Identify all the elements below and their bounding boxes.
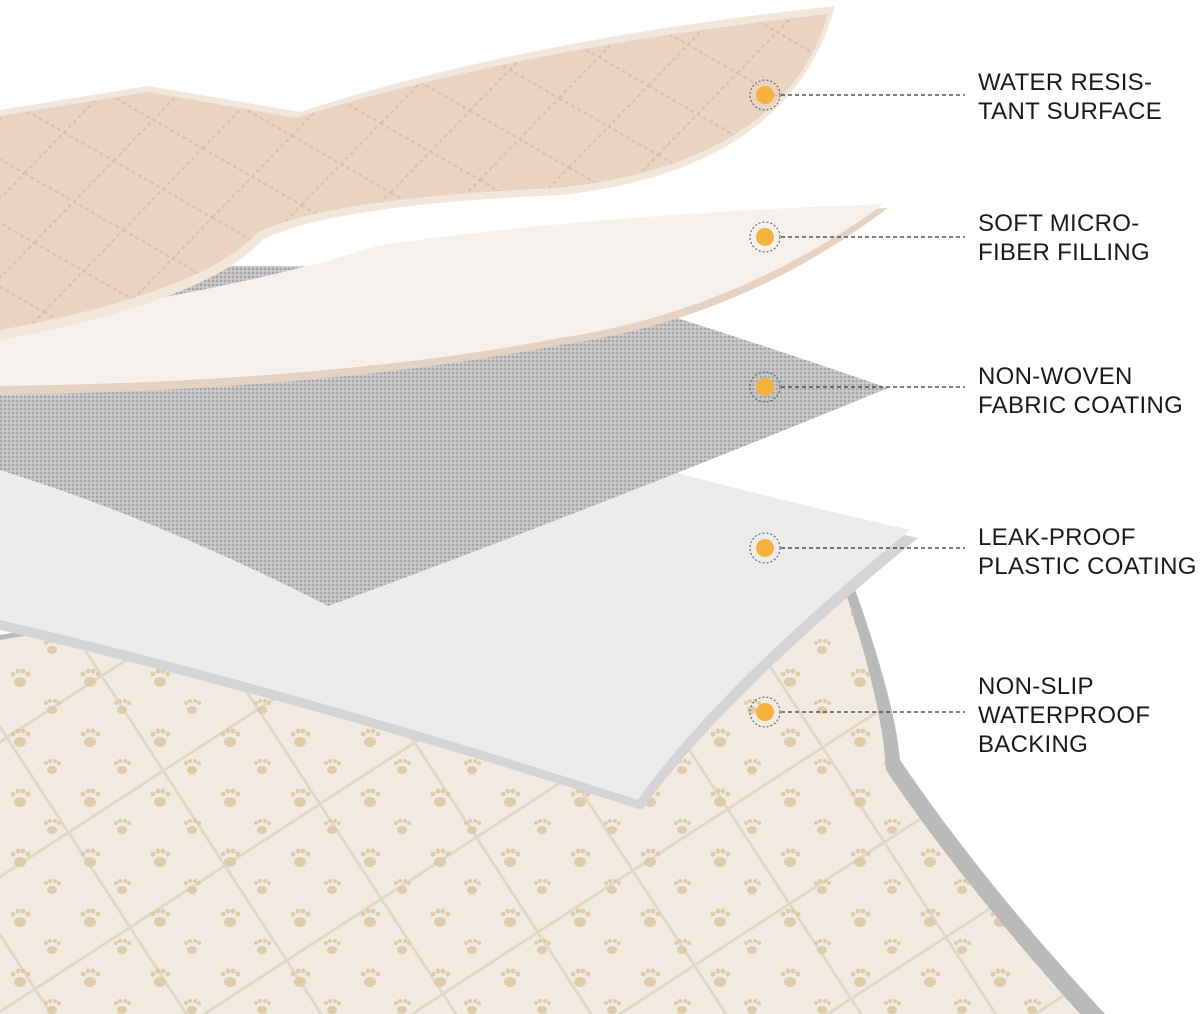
marker-ring	[749, 696, 781, 728]
marker-dot	[756, 539, 774, 557]
filling-layer	[0, 204, 888, 395]
label-line: PLASTIC COATING	[978, 553, 1197, 580]
label-line: FABRIC COATING	[978, 392, 1184, 419]
label-line: NON-SLIP	[978, 673, 1094, 700]
label-line: WATER RESIS-	[978, 69, 1153, 96]
label-surface: WATER RESIS-TANT SURFACE	[978, 68, 1162, 126]
label-filling: SOFT MICRO-FIBER FILLING	[978, 209, 1150, 267]
marker-dot	[756, 703, 774, 721]
marker-ring	[749, 532, 781, 564]
callout-filling	[749, 221, 965, 253]
marker-ring	[749, 221, 781, 253]
surface-layer	[0, 6, 835, 340]
marker-dot	[756, 378, 774, 396]
label-line: TANT SURFACE	[978, 98, 1163, 125]
marker-dot	[756, 228, 774, 246]
marker-dot	[756, 86, 774, 104]
label-line: LEAK-PROOF	[978, 524, 1136, 551]
label-line: BACKING	[978, 731, 1089, 758]
label-line: FIBER FILLING	[978, 239, 1150, 266]
callout-surface	[749, 79, 965, 111]
label-line: NON-WOVEN	[978, 363, 1133, 390]
callout-backing	[749, 696, 965, 728]
callout-plastic	[749, 532, 965, 564]
marker-ring	[749, 371, 781, 403]
marker-ring	[749, 79, 781, 111]
label-line: WATERPROOF	[978, 702, 1151, 729]
callout-fabric	[749, 371, 965, 403]
label-line: SOFT MICRO-	[978, 210, 1140, 237]
